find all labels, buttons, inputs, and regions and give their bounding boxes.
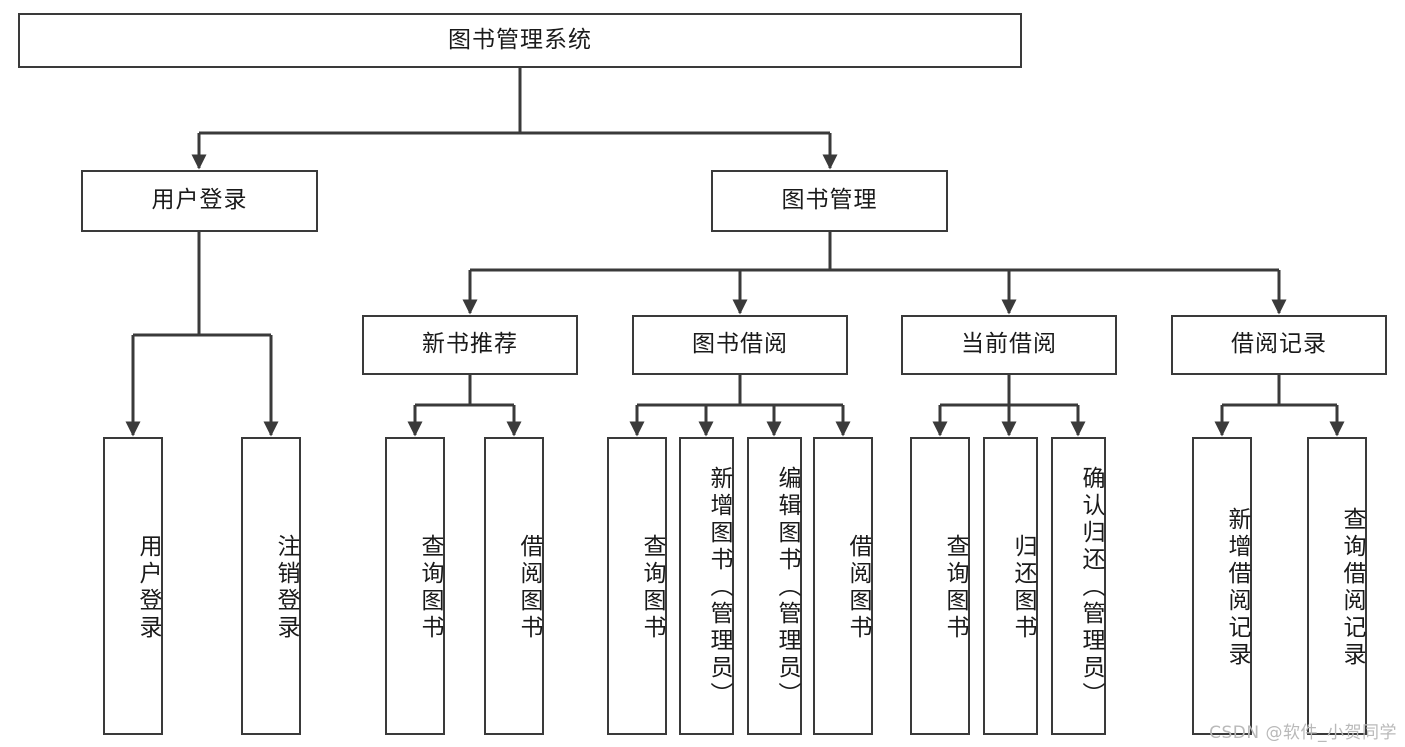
- leaf-edit-book[interactable]: 编辑图书（管理员）: [747, 437, 802, 735]
- node-current-borrow[interactable]: 当前借阅: [901, 315, 1117, 375]
- leaf-user-login[interactable]: 用户登录: [103, 437, 163, 735]
- node-new-book-recommend[interactable]: 新书推荐: [362, 315, 578, 375]
- node-borrow-record[interactable]: 借阅记录: [1171, 315, 1387, 375]
- node-book-borrow[interactable]: 图书借阅: [632, 315, 848, 375]
- leaf-query-borrow-record[interactable]: 查询借阅记录: [1307, 437, 1367, 735]
- leaf-add-book[interactable]: 新增图书（管理员）: [679, 437, 734, 735]
- node-user-login[interactable]: 用户登录: [81, 170, 318, 232]
- node-root-system[interactable]: 图书管理系统: [18, 13, 1022, 68]
- leaf-return-book[interactable]: 归还图书: [983, 437, 1038, 735]
- watermark-text: CSDN @软件_小贺同学: [1209, 723, 1397, 743]
- leaf-query-book-recommend[interactable]: 查询图书: [385, 437, 445, 735]
- leaf-borrow-book[interactable]: 借阅图书: [813, 437, 873, 735]
- node-book-management[interactable]: 图书管理: [711, 170, 948, 232]
- leaf-borrow-book-recommend[interactable]: 借阅图书: [484, 437, 544, 735]
- leaf-add-borrow-record[interactable]: 新增借阅记录: [1192, 437, 1252, 735]
- leaf-confirm-return[interactable]: 确认归还（管理员）: [1051, 437, 1106, 735]
- leaf-query-book-borrow[interactable]: 查询图书: [607, 437, 667, 735]
- leaf-query-book-current[interactable]: 查询图书: [910, 437, 970, 735]
- leaf-user-logout[interactable]: 注销登录: [241, 437, 301, 735]
